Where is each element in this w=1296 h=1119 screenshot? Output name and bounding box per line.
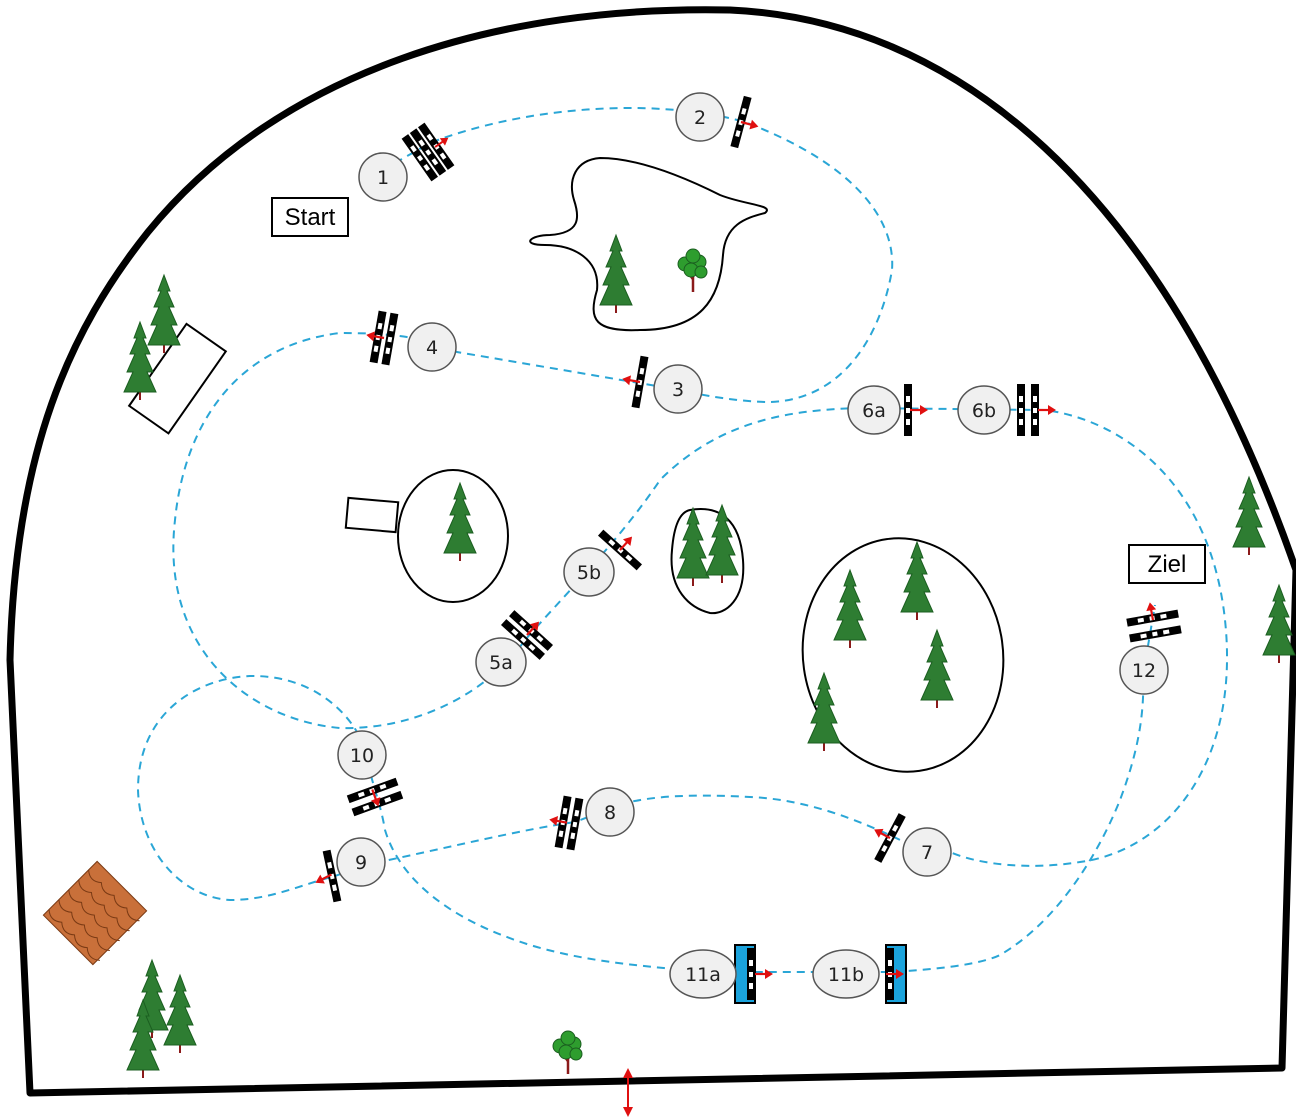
island-pond — [529, 156, 768, 332]
obstacle-label-12: 12 — [1132, 660, 1156, 682]
obstacle-label-11a: 11a — [685, 964, 721, 986]
obstacle-label-3: 3 — [672, 379, 684, 401]
badge-11a — [669, 949, 737, 999]
start-label: Start — [285, 204, 336, 231]
obstacle-label-8: 8 — [604, 802, 616, 824]
obstacle-label-7: 7 — [921, 842, 933, 864]
tree-circle-left — [397, 469, 509, 603]
badge-1 — [358, 152, 408, 202]
obstacle-9-fence — [312, 849, 342, 903]
obstacle-label-11b: 11b — [828, 964, 864, 986]
obstacle-7-fence — [870, 813, 906, 863]
tree-island-small — [670, 508, 745, 615]
obstacle-number-badges — [336, 92, 1169, 999]
bench-small — [344, 496, 400, 534]
badge-11b — [812, 949, 880, 999]
obstacle-label-10: 10 — [350, 745, 374, 767]
arena-boundary — [6, 6, 1296, 1097]
badge-8 — [585, 787, 635, 837]
obstacle-4-fence — [364, 310, 399, 366]
obstacle-12-fence — [1126, 600, 1182, 643]
obstacle-10-fence — [346, 777, 404, 817]
badge-12 — [1119, 645, 1169, 695]
tree-ellipse-right — [801, 537, 1005, 773]
badge-9 — [336, 837, 386, 887]
obstacle-11a-water — [734, 944, 775, 1004]
finish-label: Ziel — [1148, 551, 1187, 578]
badge-6a — [847, 385, 901, 435]
badge-2 — [675, 92, 725, 142]
obstacle-label-9: 9 — [355, 852, 367, 874]
badge-10 — [337, 730, 387, 780]
obstacle-1-fence — [401, 122, 455, 182]
start-box: Start — [271, 197, 349, 237]
obstacle-label-1: 1 — [377, 167, 389, 189]
bench-left — [127, 322, 228, 435]
badge-5b — [563, 547, 615, 597]
badge-5a — [475, 637, 527, 687]
obstacle-label-2: 2 — [694, 107, 706, 129]
obstacle-number-labels: 1 2 3 4 5a 5b 6a 6b 7 8 9 10 11a 11b 12 — [350, 107, 1156, 986]
obstacle-label-4: 4 — [426, 337, 438, 359]
badge-4 — [407, 322, 457, 372]
gate-arrow-icon — [623, 1068, 633, 1117]
obstacle-6a-fence — [904, 384, 930, 436]
badge-6b — [957, 385, 1011, 435]
finish-box: Ziel — [1128, 544, 1206, 584]
badge-3 — [653, 364, 703, 414]
obstacle-label-5b: 5b — [577, 562, 601, 584]
obstacle-8-fence — [547, 795, 584, 851]
roof-icon — [42, 860, 148, 966]
obstacle-6b-fence — [1017, 384, 1058, 436]
obstacle-2-fence — [730, 95, 761, 149]
obstacle-label-6b: 6b — [972, 400, 996, 422]
obstacle-label-6a: 6a — [862, 400, 886, 422]
obstacle-label-5a: 5a — [489, 652, 513, 674]
badge-7 — [902, 827, 952, 877]
obstacle-11b-water — [884, 944, 907, 1004]
